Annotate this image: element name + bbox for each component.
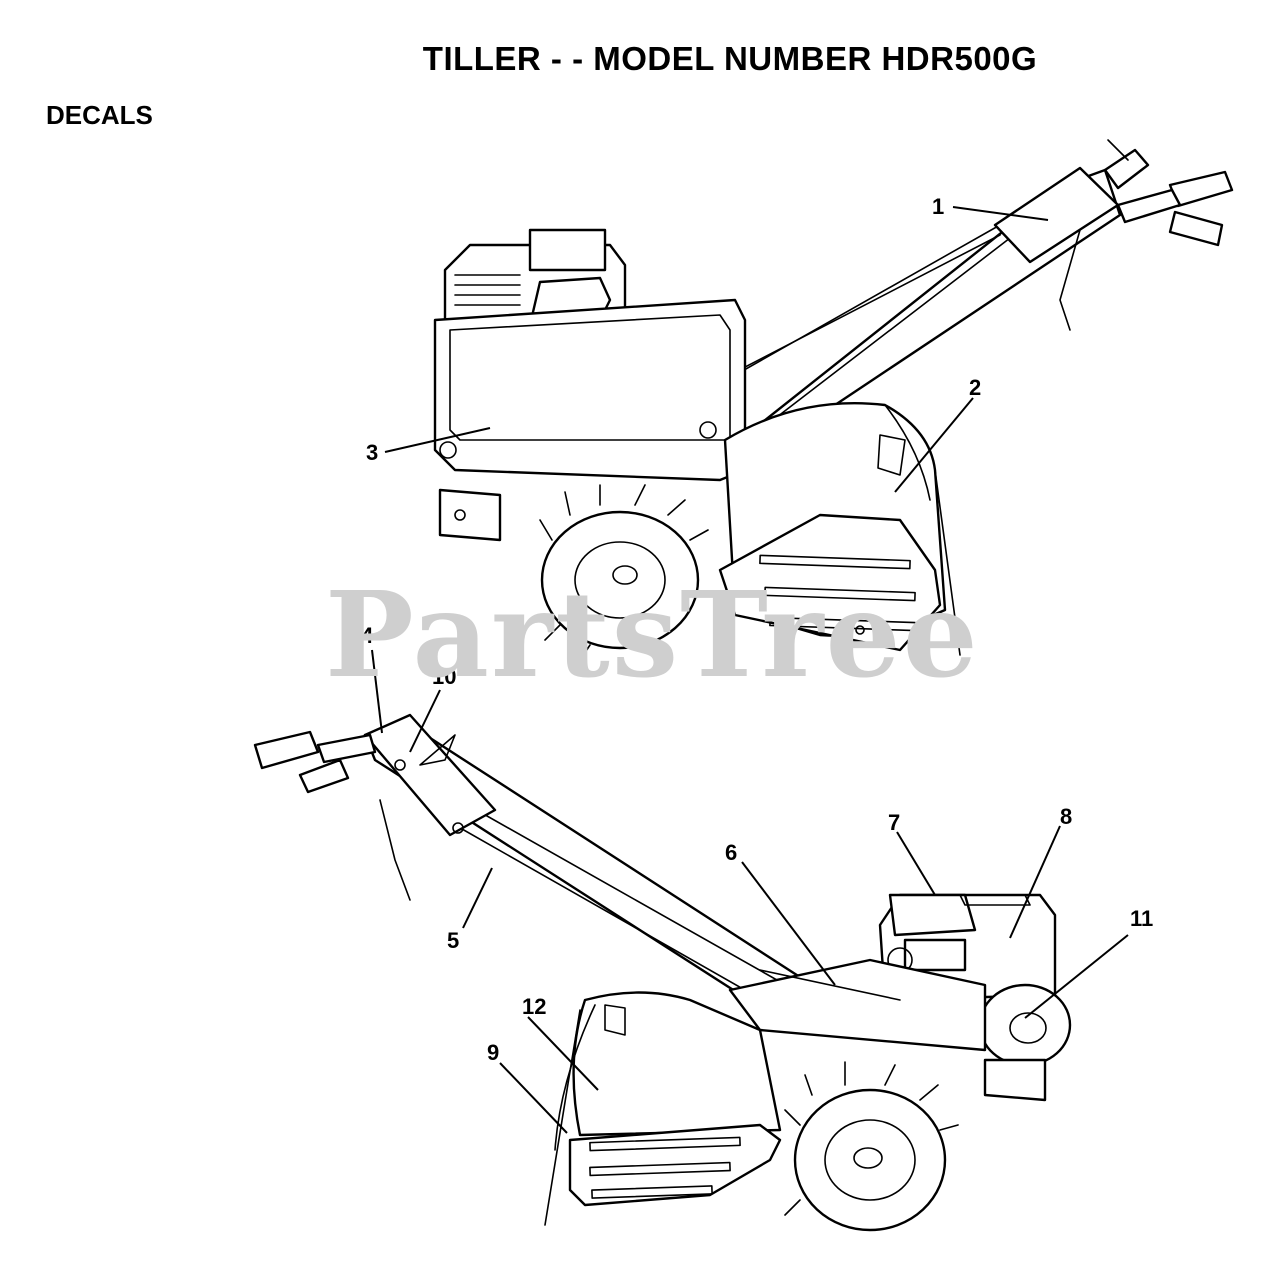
leader-lines <box>371 206 1129 1134</box>
callout-5: 5 <box>447 928 459 953</box>
watermark: PartsTree <box>325 565 980 704</box>
callout-12: 12 <box>522 994 546 1019</box>
section-label: DECALS <box>46 100 153 130</box>
callout-7: 7 <box>888 810 900 835</box>
callout-1: 1 <box>932 194 944 219</box>
callout-8: 8 <box>1060 804 1072 829</box>
callout-4: 4 <box>361 623 374 648</box>
page-title: TILLER - - MODEL NUMBER HDR500G <box>422 40 1038 77</box>
callout-9: 9 <box>487 1040 499 1065</box>
callout-2: 2 <box>969 375 981 400</box>
callout-6: 6 <box>725 840 737 865</box>
callout-3: 3 <box>366 440 378 465</box>
tiller-lower <box>253 713 1072 1232</box>
tiller-upper <box>433 139 1234 661</box>
callout-10: 10 <box>432 664 456 689</box>
callout-11: 11 <box>1130 906 1153 931</box>
callout-labels: 1 2 3 4 5 6 7 8 9 10 11 12 <box>361 194 1153 1065</box>
